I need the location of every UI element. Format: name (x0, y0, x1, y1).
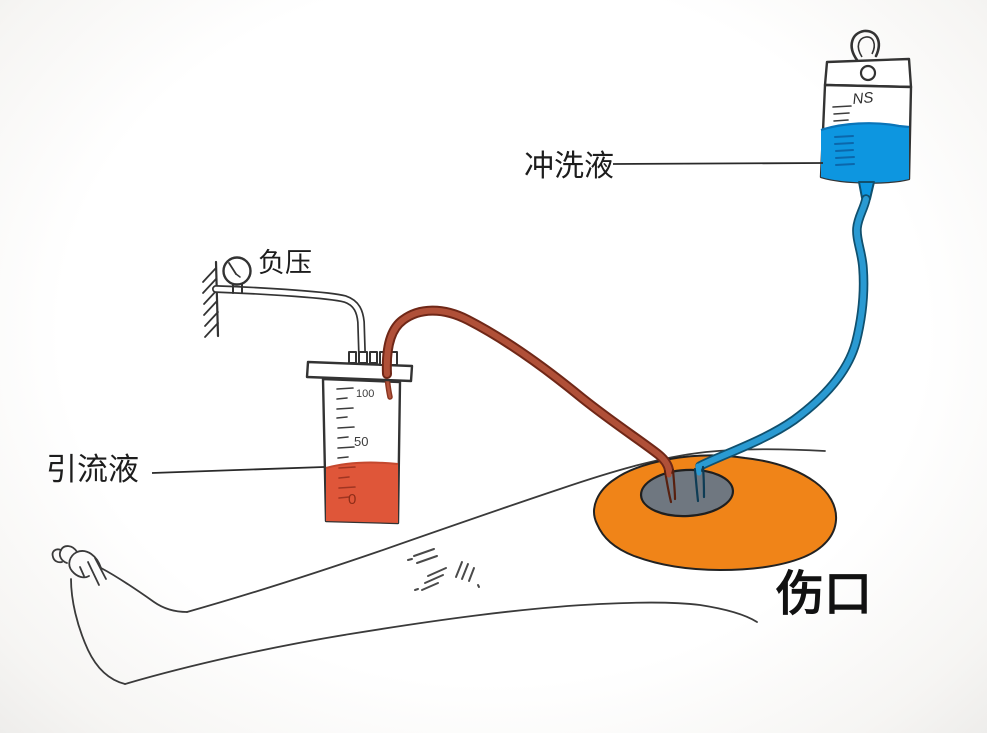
irrigation-leader-line (612, 162, 824, 165)
tube-tips-in-pad (663, 463, 706, 504)
label-negative-pressure: 负压 (258, 248, 312, 278)
wall-hatching (202, 267, 219, 338)
drainage-liquid (326, 462, 398, 523)
red-drainage-tube (381, 305, 674, 475)
scale-label-50: 50 (354, 434, 368, 449)
pressure-gauge (222, 256, 252, 294)
annotation-labels: 冲洗液 负压 引流液 伤口 (46, 150, 872, 621)
bag-scale-ticks-in-fluid (834, 135, 855, 166)
scale-label-100: 100 (356, 388, 374, 400)
bag-fluid (821, 123, 909, 183)
foot-top-contour (100, 567, 188, 613)
leg-bottom-contour (124, 601, 758, 685)
iv-bag: NS (819, 29, 913, 200)
foot-heel-contour (70, 578, 126, 685)
bag-fluid-surface (820, 122, 910, 132)
label-wound: 伤口 (775, 568, 872, 621)
bag-hanger-loop (850, 29, 881, 62)
gauge-needle (228, 262, 237, 275)
bag-ns-text: NS (852, 89, 874, 108)
label-drainage-fluid: 引流液 (46, 452, 139, 487)
drainage-liquid-surface (325, 461, 399, 469)
container-scale-ticks-in-liquid (338, 466, 356, 499)
scale-label-0: 0 (348, 491, 356, 508)
label-irrigation-fluid: 冲洗液 (524, 150, 614, 183)
drainage-container: 100 50 0 (305, 351, 414, 525)
bag-hang-hole (859, 64, 877, 82)
toes (51, 545, 107, 586)
wound-pad (639, 468, 735, 518)
bag-scale-ticks (832, 105, 852, 122)
knee-hatch-marks (407, 548, 480, 591)
vacuum-pipe (212, 285, 366, 358)
wall-mount (202, 260, 220, 338)
container-scale-ticks (336, 387, 355, 459)
gauge-dial (222, 256, 252, 286)
blue-irrigation-tube (695, 194, 871, 471)
drainage-leader-line (151, 466, 325, 474)
